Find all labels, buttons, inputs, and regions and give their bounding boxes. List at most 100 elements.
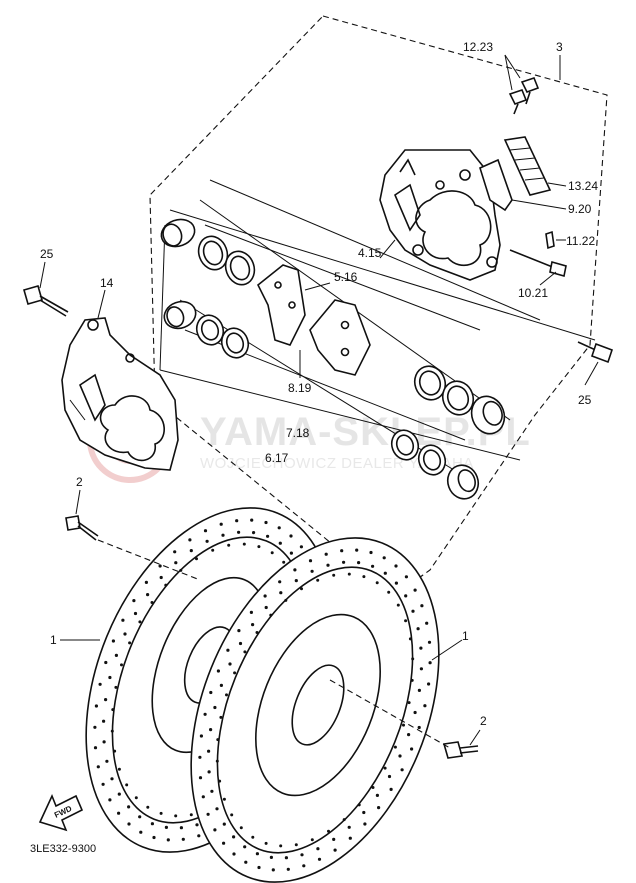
disc-hole bbox=[213, 828, 217, 832]
disc-hole bbox=[263, 594, 267, 598]
disc-hole bbox=[420, 604, 424, 608]
disc-hole bbox=[203, 712, 207, 716]
disc-hole bbox=[239, 826, 243, 830]
label-2-bottom: 2 bbox=[480, 714, 487, 728]
disc-hole bbox=[179, 826, 183, 830]
disc-hole bbox=[104, 660, 108, 665]
disc-hole bbox=[396, 603, 400, 607]
disc-hole bbox=[427, 682, 431, 686]
disc-hole bbox=[411, 609, 415, 613]
disc-hole bbox=[227, 543, 231, 547]
disc-hole bbox=[125, 783, 129, 787]
disc-hole bbox=[114, 685, 118, 689]
disc-hole bbox=[195, 557, 198, 561]
disc-hole bbox=[293, 568, 297, 572]
disc-hole bbox=[93, 746, 98, 750]
disc-hole bbox=[102, 740, 106, 744]
label-10-21: 10.21 bbox=[518, 286, 548, 300]
disc-hole bbox=[211, 548, 215, 552]
disc-hole bbox=[232, 852, 236, 856]
caliper-assembly bbox=[379, 149, 501, 281]
disc-hole bbox=[299, 545, 303, 549]
disc-hole bbox=[242, 542, 246, 546]
disc-hole bbox=[402, 723, 405, 727]
disc-hole bbox=[257, 545, 261, 549]
disc-hole bbox=[164, 825, 168, 830]
disc-hole bbox=[387, 590, 391, 594]
disc-hole bbox=[398, 754, 402, 758]
disc-hole bbox=[201, 795, 205, 799]
disc-hole bbox=[237, 530, 241, 534]
disc-hole bbox=[197, 834, 201, 838]
disc-hole bbox=[226, 648, 230, 652]
disc-hole bbox=[213, 705, 217, 710]
disc-hole bbox=[222, 822, 226, 826]
disc-hole bbox=[219, 522, 223, 526]
disc-hole bbox=[289, 551, 293, 555]
disc-hole bbox=[284, 598, 288, 602]
disc-hole bbox=[289, 534, 293, 538]
disc-hole bbox=[362, 575, 366, 579]
bleed-screw-pair bbox=[508, 77, 540, 115]
disc-hole bbox=[250, 518, 254, 522]
disc-hole bbox=[146, 805, 150, 809]
disc-hole bbox=[96, 765, 100, 769]
disc-hole bbox=[235, 519, 239, 523]
disc-hole bbox=[132, 599, 136, 603]
label-4-15: 4.15 bbox=[358, 246, 382, 260]
disc-hole bbox=[174, 814, 178, 818]
disc-hole bbox=[371, 564, 375, 568]
disc-hole bbox=[139, 830, 143, 834]
disc-hole bbox=[158, 564, 162, 568]
disc-hole bbox=[423, 704, 427, 708]
disc-hole bbox=[428, 661, 432, 665]
disc-hole bbox=[209, 728, 213, 732]
disc-hole bbox=[215, 807, 219, 811]
disc-hole bbox=[159, 811, 163, 815]
disc-hole bbox=[342, 818, 346, 822]
disc-hole bbox=[198, 776, 203, 780]
disc-hole bbox=[427, 640, 432, 644]
label-6-17: 6.17 bbox=[265, 451, 289, 465]
disc-hole bbox=[416, 627, 420, 631]
disc-hole bbox=[127, 805, 131, 809]
disc-hole bbox=[294, 843, 298, 847]
disc-hole bbox=[232, 835, 236, 839]
disc-hole bbox=[113, 749, 117, 753]
disc-hole bbox=[387, 774, 392, 779]
label-3: 3 bbox=[556, 40, 563, 54]
piston-set-upper bbox=[160, 218, 256, 286]
disc-hole bbox=[277, 526, 281, 530]
disc-hole bbox=[327, 829, 330, 833]
disc-hole bbox=[221, 533, 225, 537]
disc-hole bbox=[179, 568, 183, 572]
disc-hole bbox=[264, 605, 268, 610]
pad-retainer-clip bbox=[503, 136, 552, 196]
disc-hole bbox=[371, 786, 375, 789]
disc-hole bbox=[117, 792, 121, 796]
label-5-16: 5.16 bbox=[334, 270, 358, 284]
label-9-20: 9.20 bbox=[568, 202, 592, 216]
disc-hole bbox=[264, 520, 268, 525]
disc-hole bbox=[108, 675, 112, 680]
disc-hole bbox=[188, 538, 192, 542]
leader-lines bbox=[39, 54, 599, 749]
label-13-24: 13.24 bbox=[568, 179, 598, 193]
disc-hole bbox=[413, 588, 417, 592]
disc-hole bbox=[342, 560, 346, 564]
disc-hole bbox=[230, 813, 234, 817]
piston-set-middle bbox=[163, 300, 250, 359]
disc-hole bbox=[417, 725, 421, 730]
disc-hole bbox=[300, 587, 303, 591]
disc-hole bbox=[110, 729, 114, 733]
disc-hole bbox=[117, 767, 121, 771]
disc-hole bbox=[144, 580, 148, 585]
disc-hole bbox=[123, 632, 127, 636]
label-2-top: 2 bbox=[76, 475, 83, 489]
mounting-bolt-left bbox=[23, 285, 69, 317]
disc-hole bbox=[251, 623, 255, 627]
disc-hole bbox=[419, 646, 423, 650]
disc-hole bbox=[209, 690, 213, 695]
